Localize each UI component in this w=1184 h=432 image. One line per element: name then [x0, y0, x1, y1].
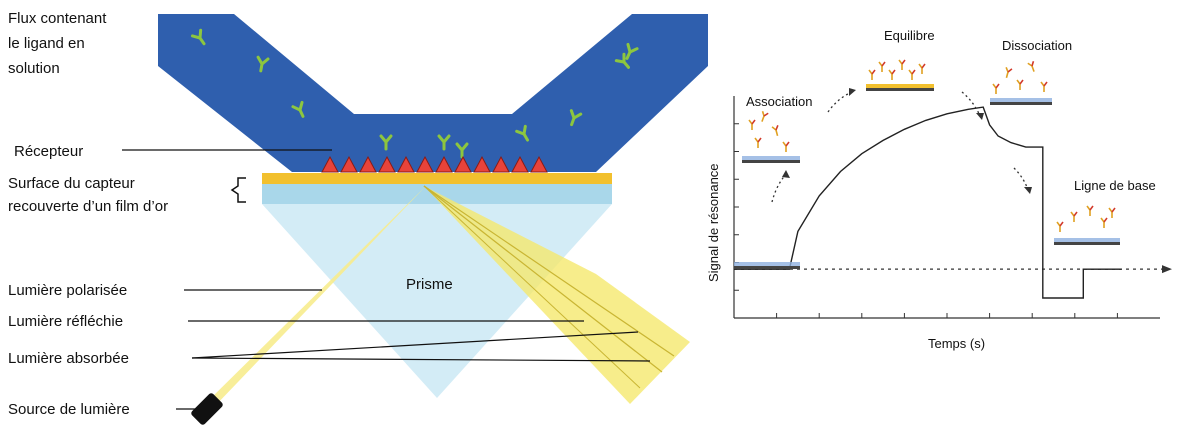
reflected-line [423, 185, 641, 389]
x-axis-label: Temps (s) [928, 336, 985, 351]
phase-equilibre: Equilibre [884, 28, 935, 43]
label-prisme: Prisme [406, 276, 453, 293]
illustration-ligne-de-base [1054, 205, 1120, 245]
receptor-icon [378, 155, 396, 173]
arrow-dissociation-icon [961, 91, 981, 117]
label-lumiere-reflechie: Lumière réfléchie [8, 313, 123, 330]
spr-apparatus: Flux contenant le ligand en solution Réc… [8, 10, 708, 425]
sensorgram: Association Equilibre Dissociation Ligne… [706, 28, 1172, 351]
arrow-association-icon [771, 173, 787, 203]
receptors [321, 155, 548, 173]
y-axis-label: Signal de résonance [706, 163, 721, 282]
receptor-icon [492, 155, 510, 173]
axis-ticks [734, 123, 1118, 318]
arrowhead-icon [1024, 187, 1032, 194]
reflected-light-beam [424, 186, 690, 404]
arrowhead-icon [849, 88, 856, 96]
illustration-association [742, 110, 800, 163]
receptor-icon [340, 155, 358, 173]
label-lumiere-polarisee: Lumière polarisée [8, 282, 127, 299]
illustration-equilibre [866, 59, 934, 91]
phase-association: Association [746, 94, 812, 109]
receptor-icon [473, 155, 491, 173]
leader-absorbee-2 [191, 357, 651, 362]
phase-dissociation: Dissociation [1002, 38, 1072, 53]
label-flux-3: solution [8, 60, 60, 77]
sensorgram-curve [734, 106, 1122, 299]
arrow-equilibre-icon [827, 91, 853, 113]
receptor-icon [397, 155, 415, 173]
label-surface-2: recouverte d’un film d’or [8, 198, 168, 215]
baseline-arrow-icon [1162, 265, 1172, 274]
light-source-icon [191, 393, 223, 425]
label-flux-1: Flux contenant [8, 10, 107, 27]
gold-film [262, 173, 612, 184]
phase-ligne-de-base: Ligne de base [1074, 178, 1156, 193]
receptor-icon [321, 155, 339, 173]
absorbed-line-1 [423, 185, 663, 373]
receptor-icon [511, 155, 529, 173]
receptor-icon [416, 155, 434, 173]
surface-bracket [230, 177, 246, 203]
arrowhead-icon [782, 170, 790, 178]
label-surface-1: Surface du capteur [8, 175, 135, 192]
arrowhead-icon [976, 113, 984, 120]
polarized-light-beam [207, 186, 426, 407]
label-lumiere-absorbee: Lumière absorbée [8, 350, 129, 367]
label-recepteur: Récepteur [14, 143, 83, 160]
absorbed-line-2 [423, 185, 675, 357]
receptor-icon [359, 155, 377, 173]
label-source: Source de lumière [8, 401, 130, 418]
leader-absorbee-1 [191, 331, 639, 359]
label-flux-2: le ligand en [8, 35, 85, 52]
receptor-icon [454, 155, 472, 173]
receptor-icon [530, 155, 548, 173]
illustration-start [734, 262, 800, 269]
receptor-icon [435, 155, 453, 173]
flow-channel [158, 14, 708, 172]
arrow-baseline-icon [1013, 167, 1029, 191]
illustration-dissociation [990, 60, 1052, 105]
